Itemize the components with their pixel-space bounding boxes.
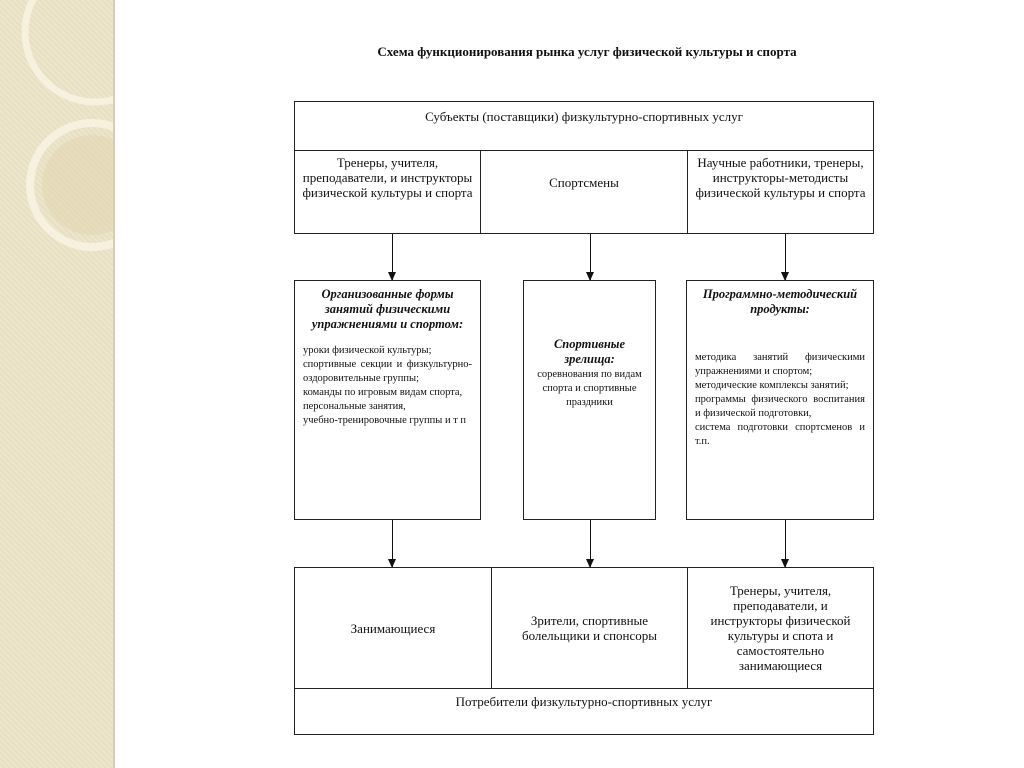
market-diagram: Субъекты (поставщики) физкультурно-спорт… (294, 101, 874, 735)
supplier-athletes: Спортсмены (480, 150, 688, 234)
method-products-box: Программно-методический продукты: методи… (686, 280, 874, 520)
method-products-item: программы физического воспитания и физич… (695, 394, 865, 419)
sport-shows-box: Спортивные зрелища: соревнования по вида… (523, 280, 656, 520)
suppliers-header: Субъекты (поставщики) физкультурно-спорт… (294, 101, 874, 151)
organized-forms-box: Организованные формы занятий физическими… (294, 280, 481, 520)
method-products-heading: Программно-методический продукты: (702, 287, 858, 316)
sidebar-edge (113, 0, 115, 768)
consumer-teachers: Тренеры, учителя, преподаватели, и инстр… (687, 567, 874, 689)
organized-forms-item: спортивные секции и физкультурно-оздоров… (303, 359, 472, 384)
supplier-teachers: Тренеры, учителя, преподаватели, и инстр… (294, 150, 481, 234)
organized-forms-item: учебно-тренировочные группы и т п (303, 415, 467, 426)
arrow-down-2 (586, 234, 594, 281)
consumer-participants: Занимающиеся (294, 567, 492, 689)
method-products-item: система подготовки спортсменов и т.п. (695, 422, 865, 447)
organized-forms-heading: Организованные формы занятий физическими… (311, 287, 464, 331)
arrow-down-3 (781, 234, 789, 281)
decorative-rings-icon (21, 0, 113, 251)
decorative-sidebar (0, 0, 113, 768)
consumer-spectators: Зрители, спортивные болельщики и спонсор… (491, 567, 688, 689)
arrow-down-6 (781, 520, 789, 568)
method-products-item: методические комплексы занятий; (695, 380, 849, 391)
arrow-down-5 (586, 520, 594, 568)
sport-shows-text: соревнования по видам спорта и спортивны… (537, 369, 642, 408)
arrow-down-4 (388, 520, 396, 568)
page-title: Схема функционирования рынка услуг физич… (377, 44, 797, 59)
organized-forms-item: персональные занятия, (303, 401, 406, 412)
organized-forms-item: уроки физической культуры; (303, 345, 432, 356)
arrow-down-1 (388, 234, 396, 281)
method-products-item: методика занятий физическими упражнениям… (695, 352, 865, 377)
consumers-footer: Потребители физкультурно-спортивных услу… (294, 688, 874, 735)
organized-forms-item: команды по игровым видам спорта, (303, 387, 463, 398)
sport-shows-heading: Спортивные зрелища: (553, 337, 626, 366)
supplier-scientists: Научные работники, тренеры, инструкторы-… (687, 150, 874, 234)
